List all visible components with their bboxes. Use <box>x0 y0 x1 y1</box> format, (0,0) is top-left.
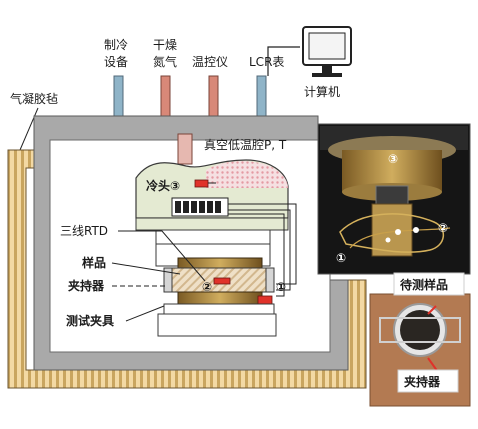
cold-head-insulation <box>206 161 288 188</box>
computer-label: 计算机 <box>304 84 340 99</box>
fixture-sensor <box>257 295 273 305</box>
refrigeration-tube <box>113 75 124 117</box>
temp-controller-unit: 温控仪 <box>192 55 228 117</box>
aerogel-felt-label: 气凝胶毡 <box>10 91 58 106</box>
lower-electrode <box>177 291 263 305</box>
refrigeration-unit: 制冷 设备 <box>104 38 128 117</box>
dry-nitrogen-label-line1: 干燥 <box>153 38 177 52</box>
photo-marker-3: ③ <box>388 152 398 166</box>
photo-sample-caption-box <box>393 272 465 296</box>
marker-1: ① <box>276 280 286 294</box>
cold-head-photo <box>317 123 471 275</box>
sample-sensor <box>213 277 231 285</box>
cold-head-plate <box>135 217 289 231</box>
connector-block <box>171 197 229 217</box>
computer-icon <box>302 26 352 77</box>
lcr-meter-unit: LCR表 <box>249 55 284 117</box>
sample-label: 样品 <box>82 255 106 270</box>
refrigeration-label-line1: 制冷 <box>104 38 128 52</box>
photo-marker-2: ② <box>438 221 448 235</box>
cold-head-sensor <box>194 179 209 188</box>
rtd-leader <box>118 230 206 282</box>
photo-sample-caption: 待测样品 <box>400 277 448 292</box>
three-wire-rtd-label: 三线RTD <box>60 224 108 238</box>
cold-head-label: 冷头③ <box>146 178 180 193</box>
temp-controller-label: 温控仪 <box>192 55 228 69</box>
feed-tube <box>177 133 193 165</box>
photo-clamp-caption-box <box>397 369 459 393</box>
computer-cable <box>267 46 300 76</box>
upper-electrode <box>177 257 263 269</box>
nitrogen-tube <box>160 75 171 117</box>
clamp-left <box>163 267 173 293</box>
test-fixture-label: 测试夹具 <box>66 313 114 328</box>
sample-leader <box>111 262 181 275</box>
marker-2: ② <box>202 280 212 294</box>
aerogel-felt-leader <box>19 107 39 151</box>
dry-nitrogen-unit: 干燥 氮气 <box>153 38 177 117</box>
fixture-mid-plate <box>163 303 275 315</box>
clamp-right <box>265 267 275 293</box>
dry-nitrogen-label-line2: 氮气 <box>153 54 177 69</box>
clamp-label: 夹持器 <box>68 278 105 293</box>
photo-marker-1: ① <box>336 251 346 265</box>
vacuum-chamber-label: 真空低温腔P, T <box>204 137 287 152</box>
fixture-leader <box>125 305 165 322</box>
fixture-base <box>157 313 277 337</box>
photo-clamp-caption: 夹持器 <box>404 374 441 389</box>
lcr-meter-label: LCR表 <box>249 55 284 69</box>
lcr-tube <box>256 75 267 117</box>
refrigeration-label-line2: 设备 <box>104 55 128 69</box>
cold-head-neck <box>155 229 271 245</box>
measurement-leads <box>228 203 297 297</box>
controller-tube <box>208 75 219 117</box>
